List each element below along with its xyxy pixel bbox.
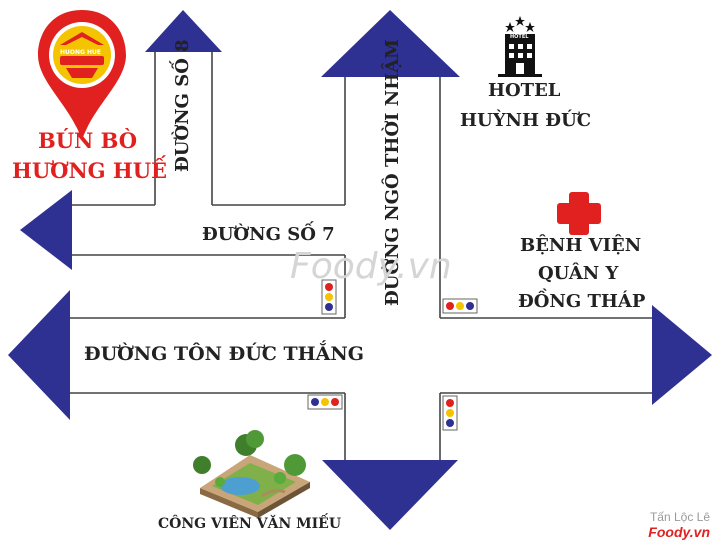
credit-brand: Foody.vn [648,524,710,540]
traffic-light-ton-duc-thang [307,394,343,410]
hotel-name-line1: HOTEL [488,80,561,101]
restaurant-name-line2: HƯƠNG HUẾ [12,158,168,183]
direction-arrows [8,10,712,530]
restaurant-pin-icon [38,10,126,140]
watermark: Foody.vn [290,246,452,287]
credit-author: Tấn Lộc Lê [649,510,710,524]
road-outlines [70,52,652,460]
restaurant-logo-text: HUONG HUE [60,49,102,56]
street-label-duong-so-8: ĐƯỜNG SỐ 8 [172,39,193,172]
park-icon [193,430,310,518]
street-label-duong-so-7: ĐƯỜNG SỐ 7 [202,224,335,245]
hospital-name-line1: BỆNH VIỆN [520,235,642,256]
hospital-name-line2: QUÂN Y [538,263,619,284]
hotel-name-line2: HUỲNH ĐỨC [460,110,592,131]
hotel-badge-text: HOTEL [510,34,529,40]
arrow-north-ngo-thoi-nham [321,10,460,77]
arrow-north-duong-so-8 [145,10,222,52]
traffic-light-so7 [321,279,337,315]
hospital-name-line3: ĐỒNG THÁP [518,291,646,312]
street-label-ton-duc-thang: ĐƯỜNG TÔN ĐỨC THẮNG [84,343,364,365]
arrow-west-ton-duc-thang [8,290,70,420]
arrow-east-ton-duc-thang [652,305,712,405]
hospital-cross-icon [557,192,601,235]
traffic-light-ngo-thoi-nham [442,298,478,314]
hotel-building-icon [498,16,542,77]
arrow-west-duong-so-7 [20,190,72,270]
arrow-south [322,460,458,530]
traffic-light-south [442,395,458,431]
park-label: CÔNG VIÊN VĂN MIẾU [158,516,342,532]
restaurant-name-line1: BÚN BÒ [38,128,138,153]
